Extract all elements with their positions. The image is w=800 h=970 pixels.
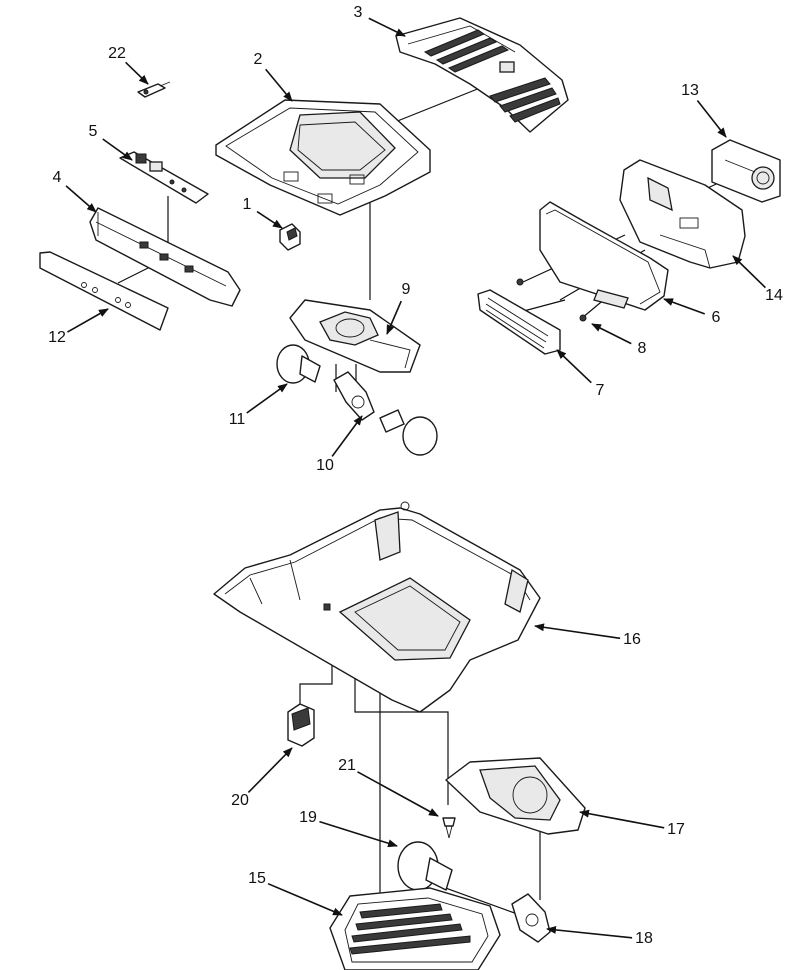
callout-arrow-21: [357, 771, 439, 817]
callout-arrow-2: [265, 68, 293, 102]
callout-label-14: 14: [765, 287, 783, 304]
callout-arrow-7: [556, 349, 592, 384]
callout-arrow-12: [67, 308, 109, 333]
callout-label-17: 17: [667, 821, 685, 838]
part-16-main-housing: [213, 501, 541, 713]
callout-label-21: 21: [338, 757, 356, 774]
callout-label-8: 8: [638, 340, 647, 357]
callout-arrow-9: [386, 300, 402, 335]
part-13-connector: [711, 139, 781, 203]
part-3-top-cover: [395, 17, 569, 133]
part-19-bulb: [397, 841, 453, 891]
callout-arrow-5: [102, 138, 133, 161]
callout-arrow-10: [331, 415, 363, 457]
callout-arrow-11: [246, 383, 288, 414]
callout-arrow-19: [319, 820, 398, 848]
part-8-screw-b: [579, 314, 587, 322]
part-8-screw-a: [516, 278, 524, 286]
callout-label-12: 12: [48, 329, 66, 346]
callout-label-20: 20: [231, 792, 249, 809]
part-20-rocker-switch: [287, 703, 315, 747]
callout-label-9: 9: [402, 281, 411, 298]
part-10-bulb-b: [379, 409, 438, 456]
callout-arrow-20: [247, 747, 293, 793]
part-15-lens: [329, 887, 501, 970]
callout-arrow-6: [663, 298, 706, 315]
part-22-plug: [137, 81, 171, 98]
callout-label-22: 22: [108, 45, 126, 62]
part-1-switch: [279, 223, 301, 251]
part-7-grille: [477, 289, 561, 355]
part-2-frame: [215, 99, 431, 216]
callout-label-15: 15: [248, 870, 266, 887]
part-9-light-housing: [289, 299, 421, 373]
part-18-socket: [511, 893, 551, 943]
part-17-shield: [445, 757, 586, 835]
callout-label-3: 3: [354, 4, 363, 21]
part-4-housing: [89, 207, 241, 307]
callout-label-16: 16: [623, 631, 641, 648]
part-6-bezel: [539, 201, 669, 311]
part-10-socket: [333, 371, 375, 421]
part-21-screw: [442, 817, 456, 839]
callout-label-13: 13: [681, 82, 699, 99]
callout-label-7: 7: [596, 382, 605, 399]
callout-arrow-22: [125, 61, 149, 85]
callout-arrow-17: [579, 809, 665, 829]
part-5-board: [119, 151, 209, 204]
callout-arrow-16: [534, 623, 621, 640]
callout-arrow-3: [368, 17, 406, 37]
callout-label-11: 11: [229, 411, 246, 428]
part-11-bulb: [276, 344, 321, 384]
callout-arrow-15: [267, 882, 343, 916]
callout-arrow-13: [696, 99, 727, 138]
callout-arrow-4: [65, 185, 97, 213]
callout-arrow-18: [546, 925, 633, 939]
callout-arrow-8: [591, 323, 632, 345]
callout-label-10: 10: [316, 457, 334, 474]
callout-label-18: 18: [635, 930, 653, 947]
callout-arrow-1: [256, 210, 283, 229]
callout-label-4: 4: [53, 169, 62, 186]
part-12-label: [39, 251, 169, 331]
callout-label-5: 5: [89, 123, 98, 140]
callout-label-6: 6: [712, 309, 721, 326]
callout-label-1: 1: [243, 196, 252, 213]
callout-label-19: 19: [299, 809, 317, 826]
callout-arrow-14: [732, 255, 766, 289]
callout-label-2: 2: [254, 51, 263, 68]
